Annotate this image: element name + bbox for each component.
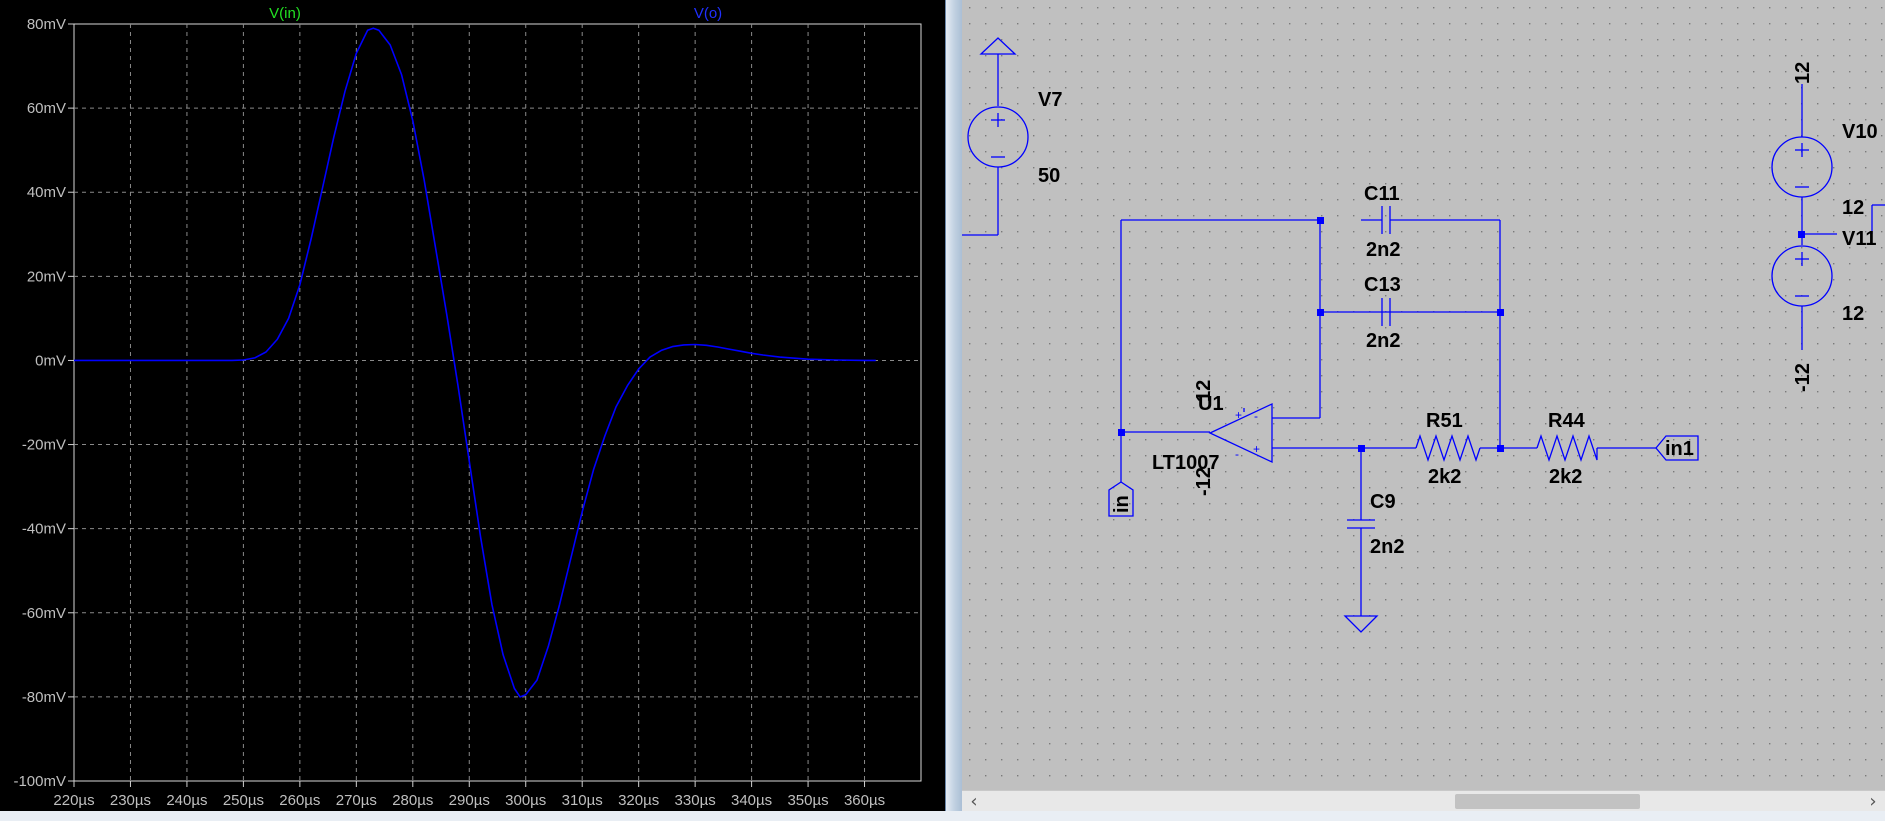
window-bottom-border <box>0 811 1885 821</box>
voltage-source-v10[interactable]: 12 V10 12 <box>1771 62 1885 245</box>
u1-model: LT1007 <box>1152 452 1219 474</box>
ground-icon <box>1343 615 1379 633</box>
x-tick-label: 260µs <box>279 792 320 809</box>
waveform-viewer[interactable]: 80mV 60mV 40mV 20mV 0mV -20mV -40mV -60mV -80mV -… <box>0 0 946 821</box>
x-tick-label: 300µs <box>505 792 546 809</box>
in-label: in <box>1111 495 1133 513</box>
x-tick-label: 320µs <box>618 792 659 809</box>
x-tick-label: 250µs <box>223 792 264 809</box>
y-tick-label: -60mV <box>22 605 66 622</box>
horizontal-scrollbar[interactable]: ‹ › <box>962 790 1885 812</box>
port-flag-icon <box>1655 435 1699 461</box>
y-tick-label: -100mV <box>13 773 66 790</box>
capacitor-c9[interactable]: C9 2n2 <box>1343 491 1404 633</box>
x-tick-label: 290µs <box>449 792 490 809</box>
x-tick-label: 310µs <box>562 792 603 809</box>
y-tick-label: 60mV <box>27 100 66 117</box>
grid-lines <box>74 24 921 781</box>
u1-name: U1 <box>1198 393 1224 415</box>
feedback-wires <box>1118 217 1656 616</box>
x-axis-labels: 220µs 230µs 240µs 250µs 260µs 270µs 280µs 290µs… <box>53 792 885 809</box>
c11-name: C11 <box>1364 183 1400 205</box>
v11-value: 12 <box>1842 303 1864 325</box>
y-tick-label: -80mV <box>22 689 66 706</box>
capacitor-c13[interactable]: C13 2n2 <box>1364 274 1401 352</box>
trace-label-vin[interactable]: V(in) <box>269 5 301 22</box>
resistor-zigzag-icon <box>1536 433 1598 463</box>
y-tick-label: -40mV <box>22 521 66 538</box>
r44-value: 2k2 <box>1549 466 1582 488</box>
waveform-plot[interactable]: 80mV 60mV 40mV 20mV 0mV -20mV -40mV -60mV -80mV -… <box>0 0 945 821</box>
scroll-right-arrow-icon[interactable]: › <box>1869 791 1877 812</box>
x-tick-label: 220µs <box>53 792 94 809</box>
net-label-in1[interactable]: in1 <box>1655 435 1699 461</box>
y-axis-labels: 80mV 60mV 40mV 20mV 0mV -20mV -40mV -60mV -80mV -… <box>13 16 66 790</box>
v7-value: 50 <box>1038 165 1060 187</box>
svg-text:-: - <box>1235 447 1239 461</box>
series-line-vo <box>74 27 876 698</box>
x-tick-label: 350µs <box>787 792 828 809</box>
v11-name: V11 <box>1842 228 1876 250</box>
v10-name: V10 <box>1842 121 1878 143</box>
schematic-editor[interactable]: V7 50 <box>962 0 1885 821</box>
axis-ticks <box>68 23 866 787</box>
opamp-triangle-icon <box>1208 402 1273 464</box>
c11-value: 2n2 <box>1366 239 1400 261</box>
scroll-thumb[interactable] <box>1455 794 1640 809</box>
v7-name: V7 <box>1038 89 1062 111</box>
resistor-r44[interactable]: R44 2k2 <box>1536 410 1598 488</box>
x-tick-label: 340µs <box>731 792 772 809</box>
trace-label-vo[interactable]: V(o) <box>694 5 722 22</box>
y-tick-label: 20mV <box>27 268 66 285</box>
u1-vpos: 12 <box>1193 380 1215 402</box>
voltage-source-v11[interactable]: V11 12 -12 <box>1771 228 1876 392</box>
opamp-u1[interactable]: - + + - U1 LT1007 12 -12 <box>1152 380 1273 496</box>
y-tick-label: 0mV <box>35 352 66 369</box>
y-tick-label: 80mV <box>27 16 66 33</box>
x-tick-label: 360µs <box>844 792 885 809</box>
traces <box>74 27 876 698</box>
v10-value: 12 <box>1842 197 1864 219</box>
r44-name: R44 <box>1548 410 1586 432</box>
c9-name: C9 <box>1370 491 1396 513</box>
x-tick-label: 330µs <box>675 792 716 809</box>
x-tick-label: 240µs <box>166 792 207 809</box>
scroll-left-arrow-icon[interactable]: ‹ <box>970 791 978 812</box>
port-flag-icon <box>1108 481 1134 517</box>
svg-text:+: + <box>1235 408 1242 422</box>
v11-supply-label: -12 <box>1792 363 1814 392</box>
voltage-source-v7[interactable]: V7 50 <box>962 37 1062 236</box>
in1-label: in1 <box>1665 438 1694 460</box>
x-tick-label: 280µs <box>392 792 433 809</box>
plot-frame <box>73 23 922 782</box>
resistor-zigzag-icon <box>1415 433 1481 463</box>
resistor-r51[interactable]: R51 2k2 <box>1415 410 1481 488</box>
x-tick-label: 270µs <box>336 792 377 809</box>
pane-splitter[interactable] <box>946 0 962 821</box>
y-tick-label: -20mV <box>22 437 66 454</box>
net-label-in[interactable]: in <box>1108 481 1134 517</box>
u1-vneg: -12 <box>1193 467 1215 496</box>
c13-value: 2n2 <box>1366 330 1400 352</box>
svg-text:+: + <box>1253 442 1260 456</box>
x-tick-label: 230µs <box>110 792 151 809</box>
c13-name: C13 <box>1364 274 1401 296</box>
schematic-canvas[interactable]: V7 50 <box>962 0 1885 790</box>
r51-value: 2k2 <box>1428 466 1461 488</box>
r51-name: R51 <box>1426 410 1463 432</box>
y-tick-label: 40mV <box>27 184 66 201</box>
c9-value: 2n2 <box>1370 536 1404 558</box>
v10-supply-label: 12 <box>1792 62 1814 84</box>
svg-text:-: - <box>1254 409 1258 423</box>
dot-grid <box>962 0 1885 790</box>
capacitor-c11[interactable]: C11 2n2 <box>1364 183 1400 261</box>
